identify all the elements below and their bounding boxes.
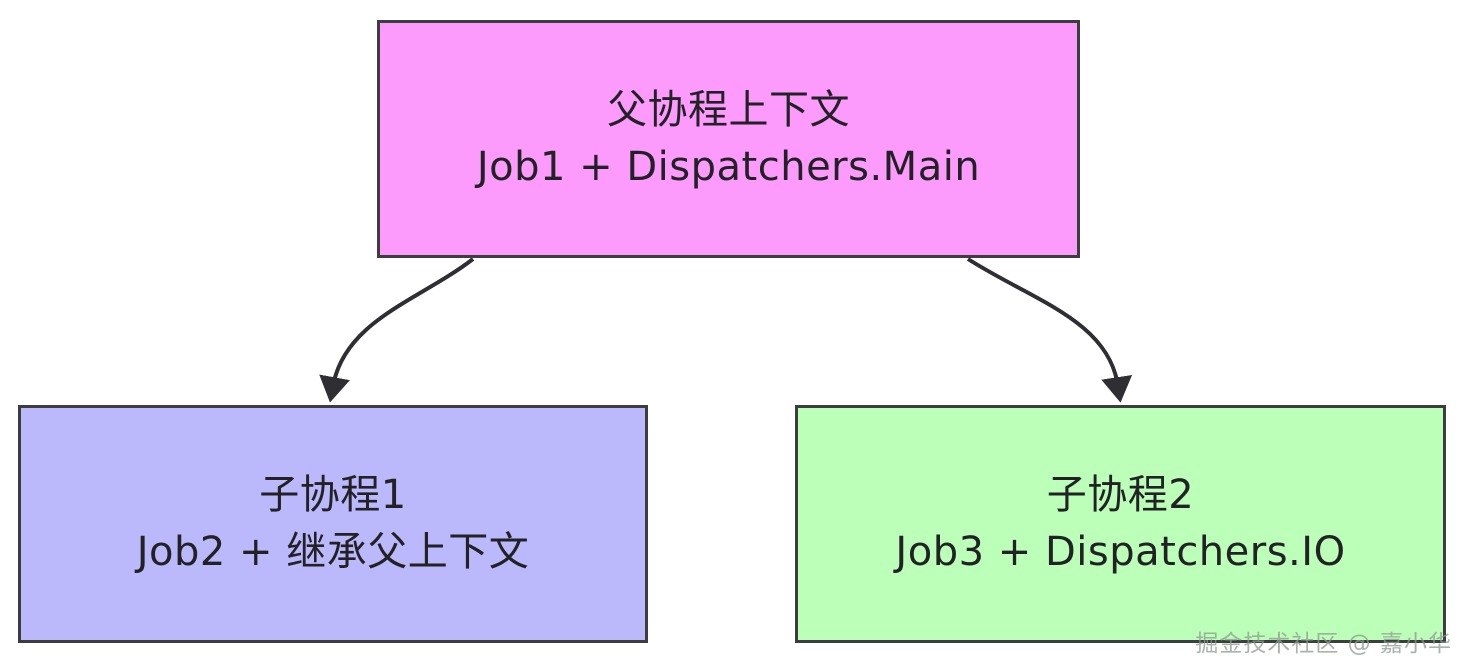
edge-parent-to-child1	[319, 257, 475, 403]
child2-node-subtitle: Job3 + Dispatchers.IO	[895, 529, 1346, 575]
watermark-text: 掘金技术社区 @ 嘉小华	[1195, 631, 1452, 657]
child2-node-title: 子协程2	[1046, 472, 1195, 519]
edge-parent-to-child2	[966, 257, 1133, 403]
parent-node-subtitle: Job1 + Dispatchers.Main	[476, 144, 981, 190]
parent-node-title: 父协程上下文	[607, 87, 850, 134]
child-coroutine-1-node[interactable]: 子协程1 Job2 + 继承父上下文	[18, 405, 648, 643]
child1-node-title: 子协程1	[259, 472, 407, 519]
child-coroutine-2-node[interactable]: 子协程2 Job3 + Dispatchers.IO	[795, 405, 1446, 643]
child1-node-subtitle: Job2 + 继承父上下文	[136, 529, 530, 575]
parent-coroutine-context-node[interactable]: 父协程上下文 Job1 + Dispatchers.Main	[377, 20, 1080, 258]
